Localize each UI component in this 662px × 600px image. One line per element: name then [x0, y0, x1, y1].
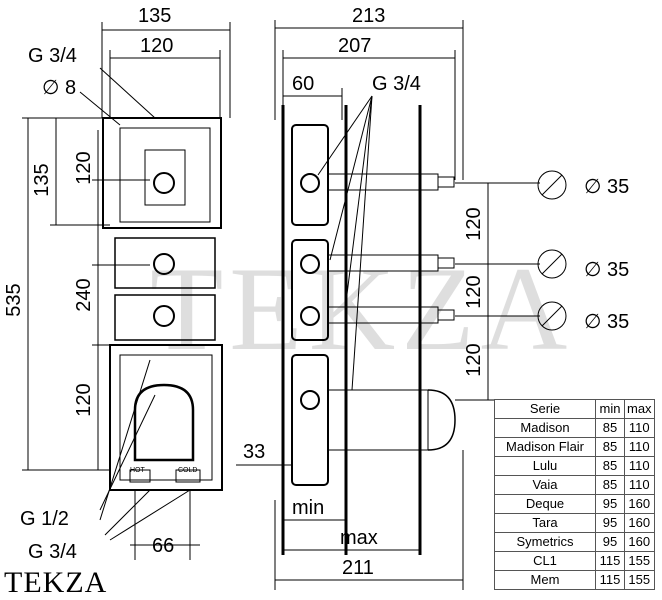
- dim-120-top: 120: [73, 151, 95, 184]
- dim-135: 135: [138, 5, 171, 27]
- cell-min: 95: [595, 532, 625, 552]
- cell-min: 95: [595, 513, 625, 533]
- dim-240: 240: [73, 278, 95, 311]
- cell-min: 95: [595, 494, 625, 514]
- table-row: Madison 85 110: [494, 418, 655, 438]
- cartridge-housing: [133, 383, 195, 462]
- label-cold: COLD: [178, 467, 197, 474]
- cell-min: 115: [595, 570, 625, 590]
- middle-module: [114, 237, 216, 289]
- brand-logo-text: TEKZA: [4, 566, 108, 599]
- dim-211: 211: [342, 557, 374, 579]
- cell-max: 160: [624, 513, 655, 533]
- header-min: min: [595, 399, 625, 419]
- thread-g34-top: G 3/4: [28, 45, 77, 67]
- cell-max: 110: [624, 418, 655, 438]
- label-max: max: [340, 527, 378, 549]
- cell-min: 85: [595, 437, 625, 457]
- table-row: Madison Flair 85 110: [494, 437, 655, 457]
- thread-g34-side: G 3/4: [372, 73, 421, 95]
- table-row: Symetrics 95 160: [494, 532, 655, 552]
- series-depth-table: Serie min max Madison 85 110 Madison Fla…: [494, 399, 655, 590]
- dim-66: 66: [152, 535, 174, 557]
- dim-213: 213: [352, 5, 385, 27]
- cell-min: 115: [595, 551, 625, 571]
- dim-120: 120: [140, 35, 173, 57]
- dia-circle-1: [537, 170, 567, 200]
- dim-120-a: 120: [463, 207, 485, 240]
- cell-serie: Madison Flair: [494, 437, 596, 457]
- upper-mount-plate: [102, 117, 222, 229]
- cell-max: 155: [624, 570, 655, 590]
- cell-min: 85: [595, 418, 625, 438]
- dim-60: 60: [292, 73, 314, 95]
- cell-min: 85: [595, 475, 625, 495]
- dim-120-bottom: 120: [73, 383, 95, 416]
- cell-max: 160: [624, 532, 655, 552]
- cell-max: 160: [624, 494, 655, 514]
- dia-35-2: ∅ 35: [584, 259, 629, 281]
- cell-max: 110: [624, 475, 655, 495]
- valve-outlet-1: [153, 172, 175, 194]
- cell-min: 85: [595, 456, 625, 476]
- valve-outlet-2: [153, 253, 175, 275]
- valve-outlet-3: [153, 305, 175, 327]
- dim-135-v: 135: [31, 163, 53, 196]
- table-header-row: Serie min max: [494, 399, 655, 419]
- dim-535: 535: [3, 283, 25, 316]
- leader-thread-top: [99, 67, 156, 119]
- table-row: CL1 115 155: [494, 551, 655, 571]
- cell-serie: Vaia: [494, 475, 596, 495]
- cell-serie: Mem: [494, 570, 596, 590]
- hole-dia-8: ∅ 8: [42, 77, 76, 99]
- header-max: max: [624, 399, 655, 419]
- cell-serie: Madison: [494, 418, 596, 438]
- label-min: min: [292, 497, 324, 519]
- cell-serie: Lulu: [494, 456, 596, 476]
- cell-max: 155: [624, 551, 655, 571]
- dia-35-1: ∅ 35: [584, 176, 629, 198]
- label-hot: HOT: [130, 467, 146, 474]
- table-row: Lulu 85 110: [494, 456, 655, 476]
- cell-max: 110: [624, 456, 655, 476]
- cell-max: 110: [624, 437, 655, 457]
- mixing-body: [109, 344, 223, 491]
- dim-120-c: 120: [463, 343, 485, 376]
- table-row: Mem 115 155: [494, 570, 655, 590]
- cell-serie: Symetrics: [494, 532, 596, 552]
- cell-serie: CL1: [494, 551, 596, 571]
- dia-35-3: ∅ 35: [584, 311, 629, 333]
- dim-120-b: 120: [463, 275, 485, 308]
- dia-circle-2: [537, 249, 567, 279]
- cell-serie: Deque: [494, 494, 596, 514]
- table-row: Vaia 85 110: [494, 475, 655, 495]
- dim-33: 33: [243, 441, 265, 463]
- table-row: Deque 95 160: [494, 494, 655, 514]
- thread-g34-bottom: G 3/4: [28, 541, 77, 563]
- header-serie: Serie: [494, 399, 596, 419]
- dia-circle-3: [537, 301, 567, 331]
- thread-g12: G 1/2: [20, 508, 69, 530]
- cell-serie: Tara: [494, 513, 596, 533]
- dim-207: 207: [338, 35, 371, 57]
- table-row: Tara 95 160: [494, 513, 655, 533]
